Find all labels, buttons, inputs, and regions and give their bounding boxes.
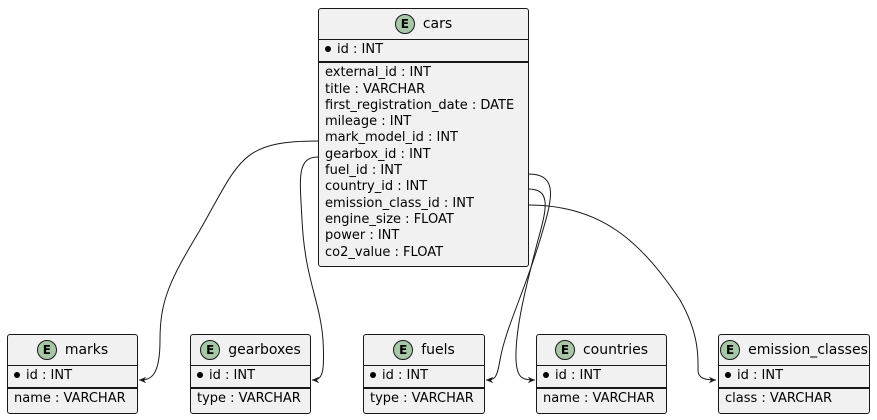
entity-icon: E — [393, 340, 414, 360]
primary-key-label: id : INT — [555, 368, 602, 383]
entity-header: E fuels — [364, 335, 484, 366]
relation-cars-countries — [515, 188, 546, 384]
entity-icon: E — [554, 340, 575, 360]
relation-cars-marks — [138, 140, 319, 384]
primary-key-section: id : INT — [191, 366, 310, 390]
entity-header: E gearboxes — [191, 335, 310, 366]
attribute-list: type : VARCHAR — [364, 389, 484, 409]
attribute-field: mileage : INT — [325, 114, 412, 130]
primary-key-label: id : INT — [382, 368, 429, 383]
attribute-list: class : VARCHAR — [719, 389, 869, 409]
attribute-field: power : INT — [325, 228, 400, 244]
attribute-field: name : VARCHAR — [543, 391, 655, 407]
attribute-field: country_id : INT — [325, 179, 428, 195]
primary-key-field: id : INT — [14, 368, 131, 384]
primary-key-label: id : INT — [26, 368, 73, 383]
attribute-field: title : VARCHAR — [325, 81, 426, 97]
entity-title: countries — [582, 342, 649, 358]
attribute-field: class : VARCHAR — [725, 391, 833, 407]
entity-countries[interactable]: E countries id : INT name : VARCHAR — [536, 334, 667, 414]
attribute-field: engine_size : FLOAT — [325, 211, 454, 227]
primary-key-section: id : INT — [319, 40, 528, 64]
entity-icon: E — [200, 340, 221, 360]
attribute-list: external_id : INT title : VARCHAR first_… — [319, 63, 528, 263]
attribute-field: name : VARCHAR — [14, 391, 126, 407]
mandatory-bullet-icon — [325, 45, 331, 52]
mandatory-bullet-icon — [197, 371, 203, 378]
attribute-list: type : VARCHAR — [191, 389, 310, 409]
attribute-field: emission_class_id : INT — [325, 195, 474, 211]
primary-key-label: id : INT — [737, 368, 784, 383]
entity-emission-classes[interactable]: E emission_classes id : INT class : VARC… — [718, 334, 870, 414]
entity-title: cars — [422, 16, 453, 32]
attribute-field: fuel_id : INT — [325, 163, 402, 179]
relation-cars-emission-classes — [527, 204, 717, 384]
entity-cars[interactable]: E cars id : INT external_id : INT title … — [318, 8, 529, 267]
entity-header: E countries — [537, 335, 666, 366]
entity-icon: E — [36, 340, 57, 360]
mandatory-bullet-icon — [370, 371, 376, 378]
relation-cars-gearboxes — [299, 156, 325, 384]
entity-icon: E — [394, 14, 415, 34]
primary-key-field: id : INT — [197, 368, 304, 384]
entity-title: fuels — [421, 342, 455, 358]
primary-key-section: id : INT — [8, 366, 137, 390]
attribute-field: type : VARCHAR — [370, 391, 474, 407]
primary-key-section: id : INT — [364, 366, 484, 390]
attribute-field: external_id : INT — [325, 65, 431, 81]
attribute-list: name : VARCHAR — [537, 389, 666, 409]
primary-key-section: id : INT — [537, 366, 666, 390]
entity-title: emission_classes — [748, 342, 868, 358]
mandatory-bullet-icon — [543, 371, 549, 378]
primary-key-field: id : INT — [370, 368, 478, 384]
entity-marks[interactable]: E marks id : INT name : VARCHAR — [7, 334, 138, 414]
attribute-list: name : VARCHAR — [8, 389, 137, 409]
entity-fuels[interactable]: E fuels id : INT type : VARCHAR — [363, 334, 485, 414]
relation-cars-fuels — [485, 173, 552, 384]
mandatory-bullet-icon — [725, 371, 731, 378]
mandatory-bullet-icon — [14, 371, 20, 378]
attribute-field: first_registration_date : DATE — [325, 97, 515, 113]
attribute-field: mark_model_id : INT — [325, 130, 458, 146]
entity-header: E marks — [8, 335, 137, 366]
entity-header: E emission_classes — [719, 335, 869, 366]
entity-gearboxes[interactable]: E gearboxes id : INT type : VARCHAR — [190, 334, 311, 414]
entity-title: gearboxes — [228, 342, 301, 358]
primary-key-field: id : INT — [725, 368, 863, 384]
entity-title: marks — [64, 342, 109, 358]
primary-key-field: id : INT — [325, 42, 522, 58]
primary-key-label: id : INT — [209, 368, 256, 383]
primary-key-label: id : INT — [337, 42, 384, 57]
entity-header: E cars — [319, 9, 528, 40]
attribute-field: gearbox_id : INT — [325, 146, 431, 162]
attribute-field: co2_value : FLOAT — [325, 244, 444, 260]
entity-icon: E — [720, 340, 741, 360]
primary-key-section: id : INT — [719, 366, 869, 390]
primary-key-field: id : INT — [543, 368, 660, 384]
attribute-field: type : VARCHAR — [197, 391, 301, 407]
